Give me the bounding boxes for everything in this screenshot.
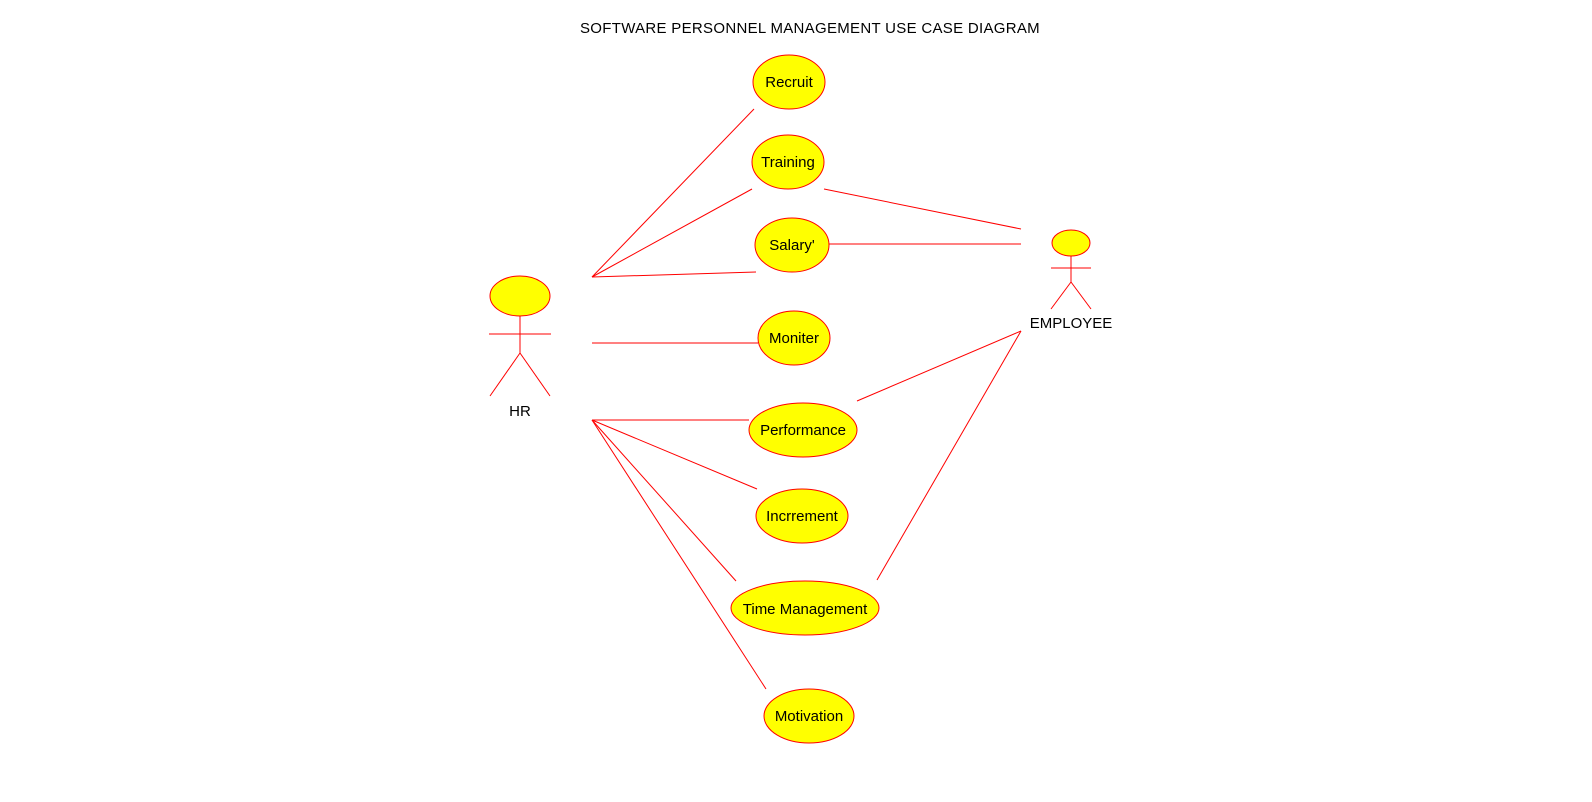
use-case-salary[interactable]: Salary' (754, 217, 830, 273)
actor-employee-label: EMPLOYEE (1030, 315, 1113, 332)
use-case-increment[interactable]: Incrrement (755, 488, 849, 544)
actor-employee[interactable]: EMPLOYEE (1030, 229, 1113, 332)
use-case-label: Incrrement (766, 508, 839, 525)
association-employee-performance (856, 330, 1022, 402)
use-case-label: Performance (760, 422, 846, 439)
association-hr-training (591, 188, 753, 278)
use-case-training[interactable]: Training (751, 134, 825, 190)
use-case-label: Training (761, 154, 815, 171)
use-case-label: Moniter (769, 330, 819, 347)
use-case-motivation[interactable]: Motivation (763, 688, 855, 744)
use-case-label: Motivation (775, 708, 843, 725)
association-hr-salary (591, 271, 757, 278)
actor-hr[interactable]: HR (489, 275, 551, 420)
stick-figure-icon (1050, 229, 1092, 310)
actor-hr-label: HR (509, 403, 531, 420)
association-hr-recruit (591, 108, 755, 278)
association-employee-time-management (876, 330, 1022, 581)
use-case-recruit[interactable]: Recruit (752, 54, 826, 110)
association-hr-time-management (591, 419, 737, 582)
association-lines (591, 108, 1022, 690)
use-case-label: Recruit (765, 74, 813, 91)
use-case-label: Salary' (769, 237, 815, 254)
use-case-performance[interactable]: Performance (748, 402, 858, 458)
association-employee-training (823, 188, 1022, 230)
diagram-title: SOFTWARE PERSONNEL MANAGEMENT USE CASE D… (580, 20, 1040, 37)
use-case-label: Time Management (743, 601, 868, 618)
association-hr-motivation (591, 419, 767, 690)
use-case-time-management[interactable]: Time Management (730, 580, 880, 636)
use-case-moniter[interactable]: Moniter (757, 310, 831, 366)
stick-figure-icon (489, 275, 551, 397)
association-hr-increment (591, 419, 758, 490)
